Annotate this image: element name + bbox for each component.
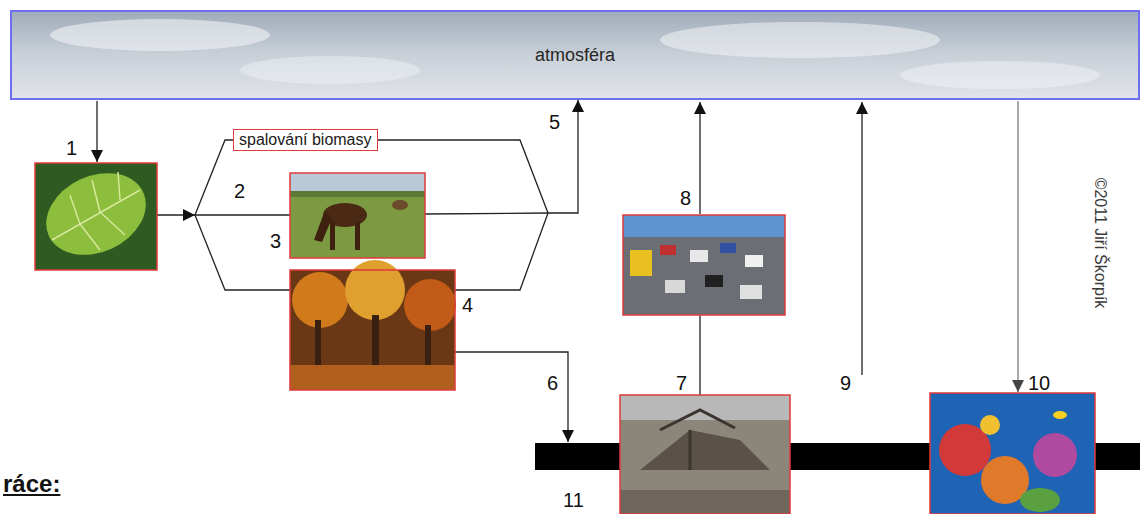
traffic-photo-part — [660, 245, 676, 255]
sky-photo-part — [50, 19, 270, 51]
node-text: atmosféra — [535, 45, 615, 66]
mining-photo-part — [620, 395, 790, 514]
forest-photo-part — [290, 270, 455, 390]
flow-lines-part — [195, 140, 250, 215]
traffic-photo-part — [740, 285, 762, 299]
flow-lines-part — [861, 102, 862, 375]
mining-photo-part — [620, 490, 790, 514]
horse-photo-part — [392, 200, 408, 210]
flow-lines-part — [157, 214, 195, 215]
leaf-photo-part — [33, 158, 159, 271]
horse-photo-part — [330, 222, 335, 250]
flow-lines-part — [1018, 101, 1019, 392]
horse-photo-part — [290, 173, 425, 193]
traffic-photo-part — [630, 250, 652, 276]
forest-photo — [290, 260, 456, 390]
horse-photo-part — [290, 191, 425, 197]
mining-photo-part — [660, 410, 735, 470]
flow-lines-part — [699, 315, 700, 395]
horse-photo-part — [290, 173, 425, 258]
traffic-photo-part — [623, 215, 785, 315]
callout-number: 10 — [1028, 372, 1050, 394]
watermark: ©2011 Jiří Škorpík — [1089, 178, 1111, 309]
callout-number: 5 — [549, 111, 560, 133]
heading-fragment: ráce: — [3, 470, 60, 498]
forest-photo-part — [292, 272, 348, 328]
sky-photo-part — [10, 10, 1140, 100]
traffic-photo-part — [623, 215, 785, 315]
mining-photo-part — [640, 430, 770, 470]
coral-reef-photo — [930, 393, 1095, 514]
sky-photo-part — [660, 22, 940, 58]
callout-number: 8 — [680, 187, 691, 209]
flow-lines-part — [455, 352, 568, 442]
traffic-photo-part — [720, 243, 736, 253]
leaf-photo-part — [52, 172, 140, 250]
callout-number: 1 — [66, 137, 77, 159]
callout-number: 7 — [676, 372, 687, 394]
mining-photo-part — [620, 395, 790, 514]
forest-photo-part — [290, 365, 455, 390]
traffic-photo-part — [745, 255, 763, 267]
atmosphere-band: atmosféra — [10, 10, 1140, 100]
coral-reef-photo-part — [1033, 433, 1077, 477]
flow-lines-part — [195, 214, 290, 215]
process-box: spalování biomasy — [233, 129, 378, 151]
callout-number: 6 — [547, 372, 558, 394]
horse-photo-part — [290, 173, 425, 258]
leaf-photo-part — [35, 163, 157, 270]
traffic-photo-part — [623, 215, 785, 237]
leaf-photo — [33, 158, 159, 271]
flow-lines-part — [699, 102, 700, 214]
callout-number: 9 — [840, 372, 851, 394]
flow-lines-part — [425, 213, 548, 214]
coral-reef-photo-part — [930, 393, 1095, 514]
flow-lines-part — [455, 213, 548, 290]
node-text: spalování biomasy — [239, 131, 372, 149]
sky-photo — [10, 10, 1140, 100]
callout-number: 2 — [234, 180, 245, 202]
forest-photo-part — [345, 260, 405, 320]
coral-reef-photo-part — [1020, 488, 1060, 512]
flow-connector — [378, 100, 578, 213]
horse-photo-part — [355, 222, 360, 250]
callout-number: 3 — [270, 230, 281, 252]
traffic-photo-part — [705, 275, 723, 287]
sky-photo-part — [240, 56, 420, 84]
flow-lines-part — [96, 101, 97, 162]
traffic-photo — [623, 215, 785, 315]
callout-number: 4 — [462, 294, 473, 316]
traffic-photo-part — [690, 250, 708, 262]
flow-lines-part — [195, 215, 290, 290]
coral-reef-photo-part — [930, 393, 1095, 514]
callout-number: 11 — [563, 489, 584, 511]
sky-photo-part — [900, 61, 1100, 89]
forest-photo-part — [404, 279, 456, 331]
mining-photo-part — [620, 395, 790, 420]
traffic-photo-part — [665, 280, 685, 293]
coral-reef-photo-part — [980, 415, 1000, 435]
mining-photo — [620, 395, 790, 514]
coral-reef-photo-part — [1053, 411, 1067, 419]
flow-lines — [97, 101, 1018, 442]
horse-photo-part — [314, 210, 332, 242]
horse-photo — [290, 173, 425, 258]
